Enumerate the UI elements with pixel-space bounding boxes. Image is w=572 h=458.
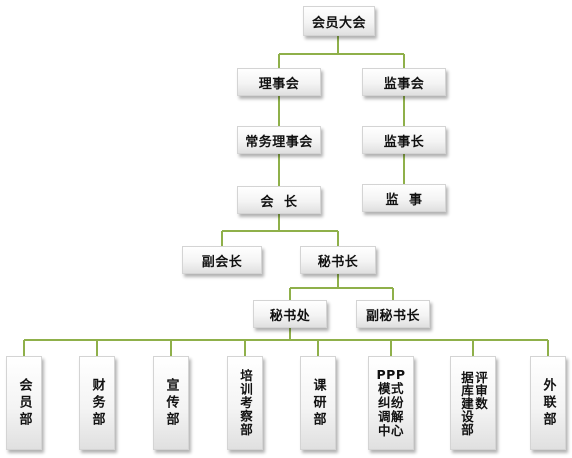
node-president: 会 长: [237, 186, 321, 214]
node-council: 理事会: [237, 68, 321, 96]
dept-label: 外联部: [540, 377, 556, 429]
node-standing-council: 常务理事会: [237, 126, 321, 154]
node-supervisor: 监 事: [362, 184, 446, 212]
dept-label: 会员部: [16, 377, 32, 429]
dept-review-database: 评审数 据库建设部: [450, 356, 496, 450]
node-vice-president: 副会长: [182, 246, 262, 274]
dept-label-line: 模式: [377, 381, 404, 396]
node-supervisory-board: 监事会: [362, 68, 446, 96]
dept-external-liaison: 外联部: [530, 356, 566, 450]
dept-label-line: 中心: [377, 423, 404, 438]
dept-label-col: 评审数: [473, 370, 488, 410]
node-deputy-secretary-general: 副秘书长: [356, 300, 430, 328]
dept-label: 宣传部: [163, 377, 179, 429]
dept-label: 财务部: [89, 377, 105, 429]
node-secretary-general: 秘书长: [300, 246, 376, 274]
dept-label-col: 据库建设部: [459, 370, 474, 436]
dept-member: 会员部: [6, 356, 42, 450]
dept-label: 课研部: [310, 377, 326, 429]
dept-research: 课研部: [300, 356, 336, 450]
dept-label-group: PPP 模式 纠纷 调解 中心: [377, 368, 406, 438]
dept-publicity: 宣传部: [153, 356, 189, 450]
node-general-assembly: 会员大会: [303, 6, 375, 36]
dept-label-line: 纠纷: [377, 395, 404, 410]
node-chief-supervisor: 监事长: [362, 126, 446, 154]
dept-label-group: 评审数 据库建设部: [459, 370, 488, 436]
dept-finance: 财务部: [79, 356, 115, 450]
dept-label-top: PPP: [376, 367, 406, 382]
dept-training: 培训考察部: [227, 356, 263, 450]
dept-label: 培训考察部: [238, 369, 253, 437]
dept-ppp-dispute-center: PPP 模式 纠纷 调解 中心: [368, 356, 414, 450]
dept-label-line: 调解: [377, 409, 404, 424]
node-secretariat: 秘书处: [253, 300, 327, 328]
